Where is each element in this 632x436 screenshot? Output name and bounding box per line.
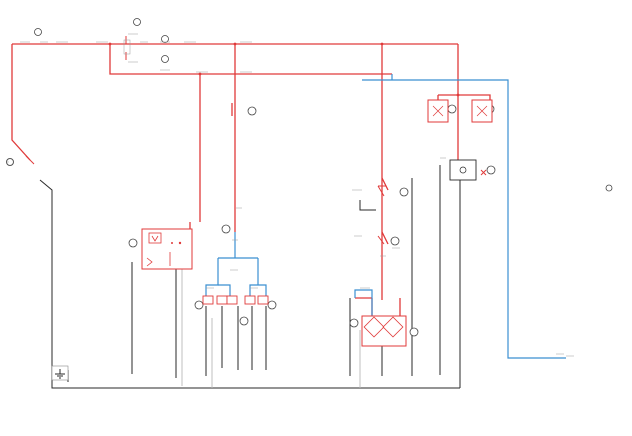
lower-feed <box>371 298 401 318</box>
neutral-stub <box>359 200 376 211</box>
circuit-breaker-icon <box>6 155 35 166</box>
legend-entry <box>568 210 628 218</box>
legend-entry <box>568 301 628 309</box>
circuit-breaker-icon <box>427 99 493 123</box>
control-branch-3 <box>249 258 267 296</box>
contact-4 <box>377 235 385 245</box>
neutral-wiring <box>39 165 461 389</box>
breaker-1 <box>202 295 214 305</box>
left-feeder <box>11 44 31 161</box>
label-marks <box>20 33 574 357</box>
breaker-4 <box>244 295 256 305</box>
legend-entry <box>568 225 628 233</box>
control-loop <box>362 79 566 359</box>
legend-entry <box>568 248 628 256</box>
legend-entry <box>568 354 628 362</box>
breaker-lead-mid <box>381 231 389 245</box>
breaker-cluster <box>202 295 269 305</box>
upper-loop <box>109 44 392 75</box>
control-branch-2 <box>218 284 231 296</box>
contact-box-1 <box>123 39 131 55</box>
legend-entry <box>568 324 628 332</box>
legend-entry <box>568 347 628 355</box>
contact-group <box>123 36 386 245</box>
breaker-2 <box>216 295 228 305</box>
control-branch-1 <box>205 258 219 296</box>
indicator-lamp-icon <box>7 18 613 337</box>
legend-entry <box>568 278 628 286</box>
legend-entry <box>568 263 628 271</box>
legend-entry <box>568 294 628 302</box>
circuit-breaker-icon <box>361 315 407 347</box>
legend-entry <box>568 271 628 279</box>
earth-icon <box>51 365 69 381</box>
legend-entry <box>568 332 628 340</box>
legend-entry <box>568 240 628 248</box>
legend-entry <box>568 309 628 317</box>
legend-entry <box>568 286 628 294</box>
legend-entry <box>568 256 628 264</box>
control-wiring <box>205 74 566 359</box>
legend-entry <box>568 339 628 347</box>
junction-dots <box>108 42 460 97</box>
breaker-lead-top <box>381 177 389 191</box>
power-wiring <box>11 43 491 318</box>
fault-cross-icon <box>449 159 487 181</box>
voltmeter-icon <box>141 228 193 270</box>
breaker-3 <box>226 295 238 305</box>
legend-list <box>568 210 628 369</box>
grey-wiring <box>181 262 361 388</box>
legend-entry <box>568 362 628 370</box>
contact-3 <box>377 185 386 197</box>
control-lower <box>354 289 373 318</box>
breaker-5 <box>257 295 269 305</box>
legend-entry <box>568 316 628 324</box>
legend-entry <box>568 218 628 226</box>
legend-entry <box>568 233 628 241</box>
earth-rail <box>39 179 460 389</box>
